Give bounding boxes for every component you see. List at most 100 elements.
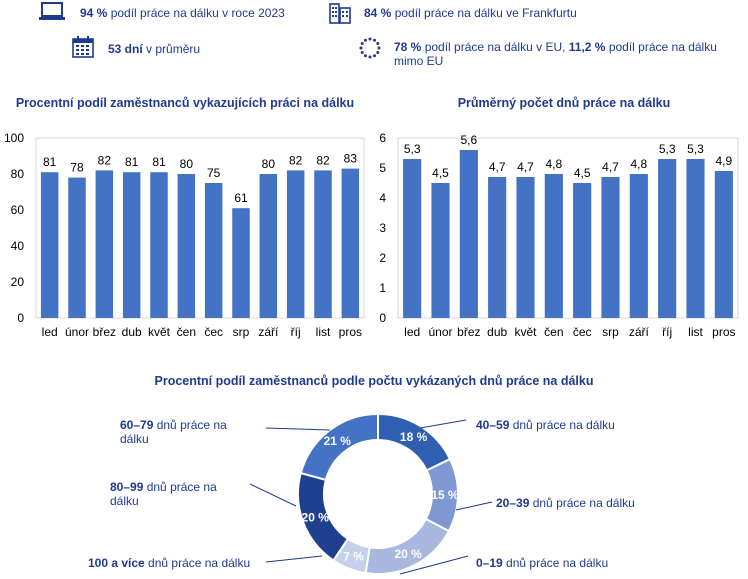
donut-value-label: 21 %	[324, 434, 352, 448]
chart2-title: Průměrný počet dnů práce na dálku	[457, 96, 671, 110]
x-tick-label: čec	[204, 325, 223, 339]
x-tick-label: čen	[177, 325, 196, 339]
bar	[403, 159, 422, 318]
donut-label-100-bold: 100 a více	[88, 556, 145, 570]
y-tick-label: 3	[379, 221, 386, 235]
plot-frame	[35, 137, 365, 319]
laptop-icon	[39, 2, 65, 20]
y-tick-label: 100	[4, 131, 24, 145]
bar-value-label: 75	[207, 166, 221, 180]
donut-label-60-79-line2: dálku	[120, 432, 149, 446]
leader-line	[399, 555, 469, 575]
y-tick-label: 60	[11, 203, 25, 217]
donut-label-0-19-bold: 0–19	[476, 556, 503, 570]
stat-eu-value: 78 %	[394, 40, 422, 54]
y-tick-label: 20	[11, 275, 25, 289]
eu-stars-icon	[359, 37, 381, 59]
x-tick-label: srp	[233, 325, 250, 339]
bar-value-label: 4,8	[630, 157, 647, 171]
leader-line	[265, 427, 331, 431]
bar	[150, 172, 168, 318]
donut-label-0-19-rest: dnů práce na dálku	[502, 556, 609, 570]
bar-value-label: 4,5	[432, 166, 449, 180]
bar-value-label: 5,3	[687, 142, 704, 156]
leader-line	[265, 555, 323, 563]
x-tick-label: čen	[544, 325, 563, 339]
stat-remote-2023: 94 % podíl práce na dálku v roce 2023	[80, 6, 285, 20]
y-tick-label: 4	[379, 191, 386, 205]
y-tick-label: 80	[11, 167, 25, 181]
chart1-title: Procentní podíl zaměstnanců vykazujících…	[15, 96, 355, 110]
stat-frankfurt: 84 % podíl práce na dálku ve Frankfurtu	[364, 6, 577, 20]
bar-value-label: 4,7	[489, 160, 506, 174]
bar	[177, 174, 196, 318]
x-tick-label: srp	[602, 325, 619, 339]
x-tick-label: pros	[339, 325, 362, 339]
bar	[601, 177, 620, 318]
x-tick-label: říj	[662, 325, 672, 339]
bar	[629, 174, 648, 318]
bar-value-label: 61	[234, 191, 248, 205]
stat-avg-days: 53 dní v průměru	[108, 42, 200, 56]
bar-value-label: 5,6	[460, 133, 477, 147]
donut-label-60-79: 60–79 dnů práce na dálku	[120, 418, 227, 446]
bar-value-label: 5,3	[659, 142, 676, 156]
bar	[658, 159, 677, 318]
stat-frankfurt-value: 84 %	[364, 6, 392, 20]
y-tick-label: 6	[379, 131, 386, 145]
y-tick-label: 5	[379, 161, 386, 175]
chart1-svg: 02040608010081led78únor82břez81dub81květ…	[4, 131, 365, 339]
y-tick-label: 2	[379, 251, 386, 265]
bar	[341, 168, 360, 318]
bar	[573, 183, 592, 318]
bar-value-label: 5,3	[404, 142, 421, 156]
stat-remote-2023-text: podíl práce na dálku v roce 2023	[107, 6, 285, 20]
donut-label-80-99-line2: dálku	[110, 494, 139, 508]
bar	[122, 172, 141, 318]
donut-label-80-99-bold: 80–99	[110, 480, 144, 494]
donut-label-40-59-rest: dnů práce na dálku	[509, 418, 615, 432]
x-tick-label: pros	[712, 325, 735, 339]
bar	[488, 177, 507, 318]
donut-label-60-79-rest: dnů práce na	[153, 418, 227, 432]
donut-value-label: 7 %	[343, 549, 364, 563]
bar-value-label: 83	[344, 152, 358, 166]
plot-frame	[397, 137, 739, 319]
bar	[314, 170, 332, 318]
bar-value-label: 81	[43, 155, 57, 169]
stat-remote-2023-value: 94 %	[80, 6, 108, 20]
bar-value-label: 4,9	[715, 154, 732, 168]
x-tick-label: únor	[428, 325, 452, 339]
donut-value-label: 18 %	[400, 430, 428, 444]
x-tick-label: dub	[122, 325, 142, 339]
donut-label-100: 100 a více dnů práce na dálku	[88, 556, 250, 570]
bar	[95, 170, 114, 318]
chart2-svg: 01234565,3led4,5únor5,6břez4,7dub4,7květ…	[379, 131, 739, 339]
bar-value-label: 81	[152, 155, 166, 169]
bar-value-label: 82	[316, 153, 330, 167]
stat-noneu-value: 11,2 %	[568, 40, 606, 54]
x-tick-label: list	[688, 325, 703, 339]
donut-label-80-99-rest: dnů práce na	[143, 480, 217, 494]
bar-value-label: 80	[180, 157, 194, 171]
stat-frankfurt-text: podíl práce na dálku ve Frankfurtu	[391, 6, 577, 20]
bar	[204, 183, 223, 318]
bar-value-label: 78	[70, 161, 84, 175]
bar-value-label: 4,7	[602, 160, 619, 174]
y-tick-label: 1	[379, 281, 386, 295]
donut-label-100-rest: dnů práce na dálku	[144, 556, 251, 570]
bar-value-label: 4,8	[545, 157, 562, 171]
x-tick-label: květ	[148, 325, 171, 339]
donut-value-label: 15 %	[431, 488, 459, 502]
bar	[232, 208, 250, 318]
leader-line	[249, 483, 297, 507]
bar	[714, 171, 733, 318]
bar-value-label: 4,5	[574, 166, 591, 180]
stat-avg-days-value: 53 dní	[108, 42, 143, 56]
x-tick-label: břez	[457, 325, 480, 339]
stat-noneu-text: podíl práce na dálku	[605, 40, 717, 54]
x-tick-label: dub	[487, 325, 507, 339]
x-tick-label: září	[258, 325, 279, 339]
donut-value-label: 20 %	[302, 510, 330, 524]
bar	[516, 177, 535, 318]
